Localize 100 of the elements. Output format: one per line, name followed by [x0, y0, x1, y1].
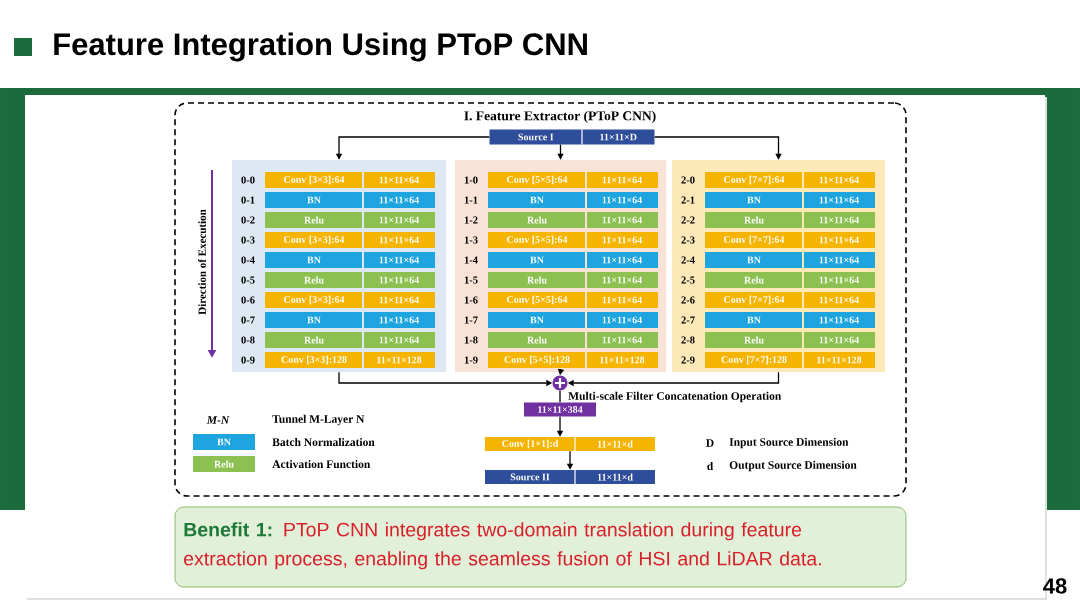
node-label: 0-5	[241, 276, 255, 284]
node-label: Conv [5×5]:64	[507, 175, 568, 185]
node-label: 11×11×64	[602, 216, 642, 224]
node-label: Relu	[527, 216, 547, 224]
node-label: 1-6	[464, 296, 478, 304]
node-label: 0-1	[241, 196, 255, 204]
node-label: 0-2	[241, 216, 255, 224]
node-label: 11×11×64	[602, 196, 642, 204]
node-label: 1-7	[464, 316, 478, 324]
legend-text: Output Source Dimension	[729, 460, 857, 472]
node-label: 2-9	[681, 356, 695, 364]
layer-row: 1-8 Relu 11×11×64	[464, 332, 658, 348]
note-box: Benefit 1: PToP CNN integrates two-domain translation during feature extraction process, enabling the seamless fusion of HSI and LiDAR data.	[174, 506, 907, 588]
node-label: 11×11×64	[819, 296, 859, 304]
node-label: Relu	[527, 336, 547, 344]
layer-row: 2-5 Relu 11×11×64	[681, 272, 875, 288]
node-label: Conv [7×7]:64	[724, 175, 785, 185]
node-label: 11×11×64	[379, 196, 419, 204]
layer-row: 1-7 BN 11×11×64	[464, 312, 658, 328]
node-label: 11×11×64	[602, 276, 642, 284]
node-label: Conv [3×3]:64	[284, 235, 345, 245]
layer-row: 0-8 Relu 11×11×64	[241, 332, 435, 348]
layer-row: 1-2 Relu 11×11×64	[464, 212, 658, 228]
node-label: 11×11×64	[819, 216, 859, 224]
legend-text: D	[706, 439, 714, 447]
node-label: Conv [7×7]:64	[724, 235, 785, 245]
node-label: 2-6	[681, 296, 695, 304]
layer-row: 1-3 Conv [5×5]:64 11×11×64	[464, 232, 658, 248]
node-label: 11×11×64	[379, 296, 419, 304]
layer-row: 0-2 Relu 11×11×64	[241, 212, 435, 228]
layer-row: 0-5 Relu 11×11×64	[241, 272, 435, 288]
layer-row: 1-6 Conv [5×5]:64 11×11×64	[464, 292, 658, 308]
layer-row: 0-4 BN 11×11×64	[241, 252, 435, 268]
layer-row: 1-4 BN 11×11×64	[464, 252, 658, 268]
node-label: 1-4	[464, 256, 478, 264]
node-label: 11×11×64	[602, 316, 642, 324]
node-label: Conv [3×3]:64	[284, 175, 345, 185]
axis-label: Direction of Execution	[198, 209, 206, 315]
node-label: 11×11×64	[819, 176, 859, 184]
node-label: 11×11×128	[817, 356, 862, 364]
node-label: Conv [5×5]:128	[504, 355, 570, 365]
node-label: 11×11×64	[602, 236, 642, 244]
slide-title: Feature Integration Using PToP CNN	[54, 32, 587, 62]
layer-row: 1-1 BN 11×11×64	[464, 192, 658, 208]
layer-row: 2-4 BN 11×11×64	[681, 252, 875, 268]
node-label: 2-5	[681, 276, 695, 284]
node-label: BN	[530, 256, 544, 264]
node-label: 1-8	[464, 336, 478, 344]
node-label: 1-2	[464, 216, 478, 224]
layer-row: 2-1 BN 11×11×64	[681, 192, 875, 208]
node-label: 1-0	[464, 176, 478, 184]
frame-title: I. Feature Extractor (PToP CNN)	[464, 110, 656, 124]
layer-row: 2-2 Relu 11×11×64	[681, 212, 875, 228]
node-label: 11×11×64	[602, 176, 642, 184]
layer-row: 0-9 Conv [3×3]:128 11×11×128	[241, 352, 435, 368]
node-label: Relu	[744, 276, 764, 284]
layer-row: 1-5 Relu 11×11×64	[464, 272, 658, 288]
node-label: 11×11×64	[379, 216, 419, 224]
node-label: 11×11×128	[600, 356, 645, 364]
node-label: 11×11×64	[819, 336, 859, 344]
node-label: 11×11×64	[379, 316, 419, 324]
node-label: 2-4	[681, 256, 695, 264]
node-label: 11×11×64	[379, 236, 419, 244]
node-label: 1-5	[464, 276, 478, 284]
node-label: 0-6	[241, 296, 255, 304]
legend-text: Batch Normalization	[272, 437, 375, 447]
node-label: 11×11×128	[377, 356, 422, 364]
node-label: Conv [5×5]:64	[507, 295, 568, 305]
page-number: 48	[1043, 578, 1067, 594]
node-label: 0-8	[241, 336, 255, 344]
node-label: BN	[747, 256, 761, 264]
layer-row: 0-1 BN 11×11×64	[241, 192, 435, 208]
legend-symbol: M-N	[206, 416, 230, 424]
node-label: 1-1	[464, 196, 478, 204]
node-label: 11×11×64	[819, 196, 859, 204]
layer-row: 1-0 Conv [5×5]:64 11×11×64	[464, 172, 658, 188]
layer-row: 2-3 Conv [7×7]:64 11×11×64	[681, 232, 875, 248]
legend-text: Activation Function	[272, 459, 371, 469]
node-label: 0-4	[241, 256, 255, 264]
node-label: 0-3	[241, 236, 255, 244]
node-label: Relu	[744, 216, 764, 224]
legend-text: Tunnel M-Layer N	[272, 414, 365, 426]
layer-row: 0-3 Conv [3×3]:64 11×11×64	[241, 232, 435, 248]
node-label: Relu	[304, 216, 324, 224]
node-label: 1-9	[464, 356, 478, 364]
node-label: BN	[307, 316, 321, 324]
node-label: BN	[307, 196, 321, 204]
node-label: 11×11×64	[602, 256, 642, 264]
node-label: 2-0	[681, 176, 695, 184]
node-label: Conv [5×5]:64	[507, 235, 568, 245]
node-label: 11×11×64	[819, 236, 859, 244]
node-label: 2-8	[681, 336, 695, 344]
size-box: 11×11×384	[524, 402, 596, 417]
node-label: BN	[530, 316, 544, 324]
node-label: 11×11×64	[819, 256, 859, 264]
node-label: 11×11×64	[379, 336, 419, 344]
node-label: Relu	[304, 336, 324, 344]
node-label: Conv [7×7]:128	[721, 355, 787, 365]
layer-row: 2-8 Relu 11×11×64	[681, 332, 875, 348]
layer-row: 2-7 BN 11×11×64	[681, 312, 875, 328]
